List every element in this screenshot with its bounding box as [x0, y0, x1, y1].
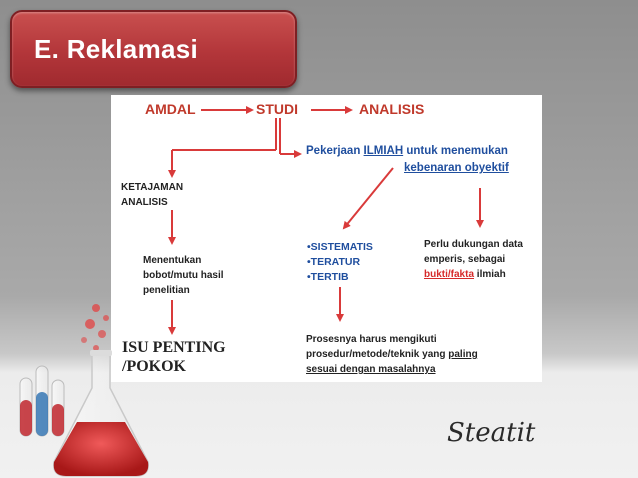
title-box: E. Reklamasi: [10, 10, 297, 88]
node-menentukan-line1: Menentukan: [143, 255, 202, 266]
prosesnya-line2-b: paling: [448, 349, 478, 360]
dukungan-ilmiah: ilmiah: [474, 269, 506, 280]
node-prosesnya-line2: prosedur/metode/teknik yang paling: [306, 347, 478, 362]
brand-signature: Steatit: [447, 418, 536, 448]
node-menentukan-line2: bobot/mutu hasil: [143, 270, 224, 281]
node-pekerjaan: Pekerjaan ILMIAH untuk menemukan: [306, 145, 508, 157]
node-studi: STUDI: [256, 101, 298, 117]
node-dukungan-line2: emperis, sebagai: [424, 254, 506, 265]
pekerjaan-suffix: untuk menemukan: [403, 145, 508, 157]
node-ketajaman-line2: ANALISIS: [121, 197, 168, 208]
node-dukungan-line3: bukti/fakta ilmiah: [424, 267, 506, 282]
bubbles-decoration: [81, 304, 109, 351]
slide-title: E. Reklamasi: [34, 34, 199, 64]
node-dukungan-line1: Perlu dukungan data: [424, 239, 523, 250]
node-menentukan-line3: penelitian: [143, 285, 190, 296]
node-kebenaran: kebenaran obyektif: [404, 162, 509, 174]
node-analisis: ANALISIS: [359, 101, 425, 117]
dukungan-bukti: bukti/fakta: [424, 269, 475, 280]
node-ketajaman-line1: KETAJAMAN: [121, 182, 184, 193]
node-isu-line2: /POKOK: [122, 358, 186, 375]
node-sistematis: •SISTEMATIS: [307, 241, 373, 253]
arrow-pekerjaan-sifat: [342, 167, 394, 230]
node-isu-line1: ISU PENTING: [122, 339, 226, 356]
node-teratur: •TERATUR: [307, 256, 361, 268]
node-prosesnya-line3: sesuai dengan masalahnya: [306, 364, 436, 375]
diagram-panel: [111, 95, 542, 382]
node-prosesnya-line1: Prosesnya harus mengikuti: [306, 334, 437, 345]
prosesnya-line2-a: prosedur/metode/teknik yang: [306, 349, 449, 360]
pekerjaan-ilmiah: ILMIAH: [363, 145, 404, 157]
node-amdal: AMDAL: [145, 101, 196, 117]
lab-glassware-illustration: [19, 304, 149, 477]
node-tertib: •TERTIB: [307, 271, 349, 283]
pekerjaan-prefix: Pekerjaan: [306, 145, 364, 157]
